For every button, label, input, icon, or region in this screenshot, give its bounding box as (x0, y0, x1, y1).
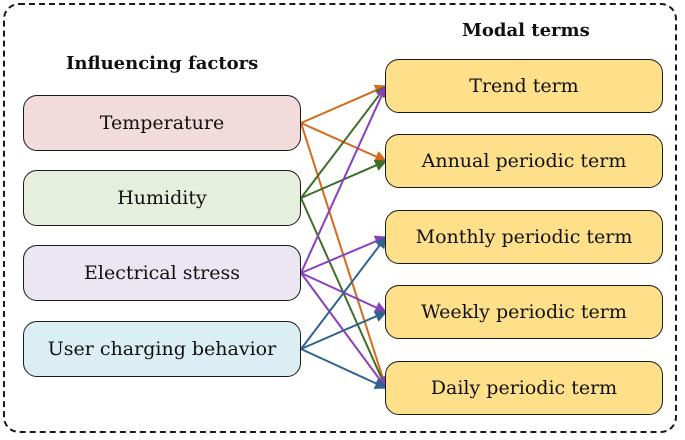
arrow-2-to-0 (300, 84, 387, 274)
factors-heading: Influencing factors (66, 53, 259, 74)
modal-weekly-periodic-term: Weekly periodic term (385, 285, 663, 339)
modal-monthly-periodic-term: Monthly periodic term (385, 210, 663, 264)
arrow-2-to-2 (300, 235, 388, 274)
arrow-3-to-2 (300, 236, 387, 350)
modal-terms-heading: Modal terms (462, 20, 590, 41)
arrow-1-to-0 (300, 85, 387, 199)
modal-trend-term: Trend term (385, 59, 663, 113)
dashed-frame (3, 3, 677, 433)
arrow-3-to-3 (300, 310, 388, 350)
arrow-0-to-0 (300, 84, 388, 124)
factor-user-charging-behavior: User charging behavior (23, 321, 301, 377)
modal-annual-periodic-term: Annual periodic term (385, 134, 663, 188)
arrow-3-to-4 (300, 348, 388, 389)
factor-humidity: Humidity (23, 170, 301, 226)
modal-daily-periodic-term: Daily periodic term (385, 361, 663, 415)
factor-electrical-stress: Electrical stress (23, 245, 301, 301)
factor-temperature: Temperature (23, 95, 301, 151)
